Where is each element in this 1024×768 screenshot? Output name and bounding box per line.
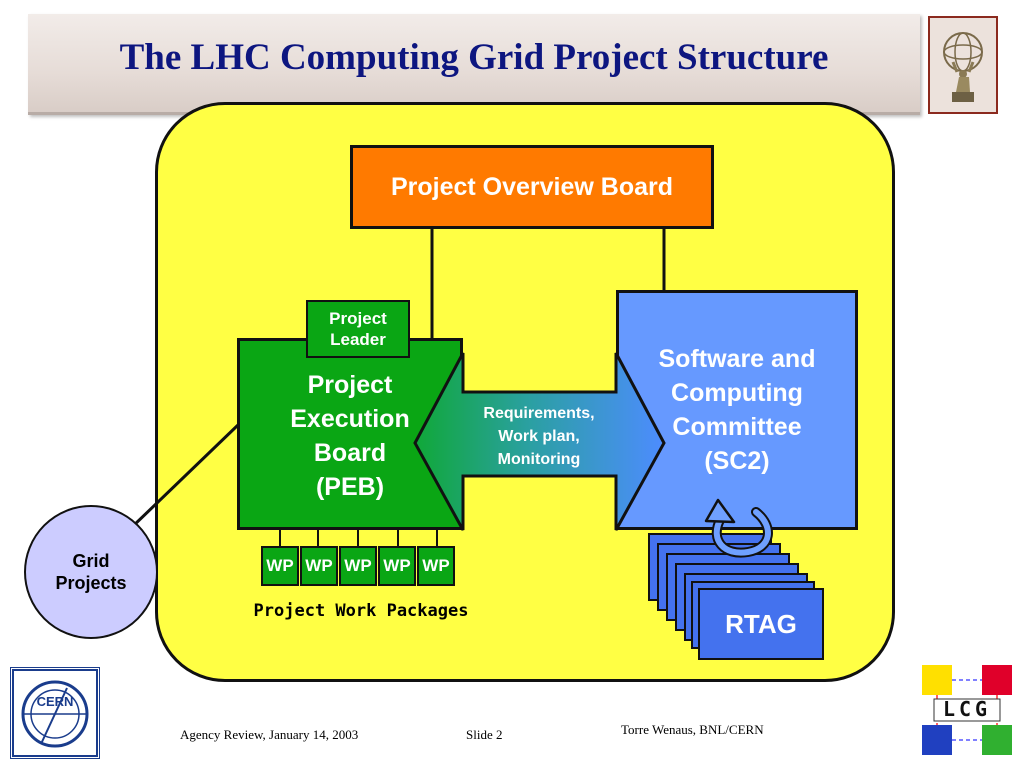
footer-author: Torre Wenaus, BNL/CERN xyxy=(621,722,764,737)
footer-slide-number: Slide 2 xyxy=(466,727,503,742)
peb-label-line: (PEB) xyxy=(315,473,385,501)
footer-event: Agency Review, January 14, 2003 xyxy=(180,727,359,742)
sc2-label-line: (SC2) xyxy=(704,447,770,475)
work-package-box: WP xyxy=(339,546,377,586)
project-leader-box: Project Leader xyxy=(306,300,410,358)
sc2-label-line: Committee xyxy=(672,413,802,441)
work-packages-caption: Project Work Packages xyxy=(253,601,469,621)
project-overview-board-label: Project Overview Board xyxy=(390,172,674,201)
lcg-logo-icon: LCG xyxy=(920,663,1014,757)
grid-projects-line: Grid xyxy=(72,551,110,571)
work-package-box: WP xyxy=(378,546,416,586)
lcg-logo-text: LCG xyxy=(943,697,991,721)
project-leader-line: Leader xyxy=(330,330,386,349)
project-leader-line: Project xyxy=(329,309,387,328)
work-package-box: WP xyxy=(300,546,338,586)
peb-label: Project Execution Board (PEB) xyxy=(260,368,440,504)
sc2-committee xyxy=(616,290,858,530)
rtag-box: RTAG xyxy=(698,588,824,660)
arrow-label: Requirements, Work plan, Monitoring xyxy=(462,402,616,471)
sc2-label-line: Software and xyxy=(658,345,816,373)
grid-projects-line: Projects xyxy=(55,573,127,593)
peb-label-line: Board xyxy=(313,439,387,467)
project-overview-board: Project Overview Board xyxy=(350,145,714,229)
arrow-label-line: Requirements, xyxy=(483,405,595,422)
cern-logo-text: CERN xyxy=(37,694,74,709)
cern-logo-icon: CERN xyxy=(10,667,100,759)
slide-title: The LHC Computing Grid Project Structure xyxy=(119,37,829,78)
arrow-label-line: Monitoring xyxy=(497,451,581,468)
arrow-label-line: Work plan, xyxy=(498,428,580,445)
peb-label-line: Project xyxy=(307,371,393,399)
atlas-statue-icon xyxy=(928,16,998,114)
work-package-box: WP xyxy=(261,546,299,586)
sc2-label-line: Computing xyxy=(671,379,803,407)
sc2-label: Software and Computing Committee (SC2) xyxy=(630,342,844,478)
peb-label-line: Execution xyxy=(290,405,410,433)
work-package-box: WP xyxy=(417,546,455,586)
grid-projects-circle: Grid Projects xyxy=(24,505,158,639)
